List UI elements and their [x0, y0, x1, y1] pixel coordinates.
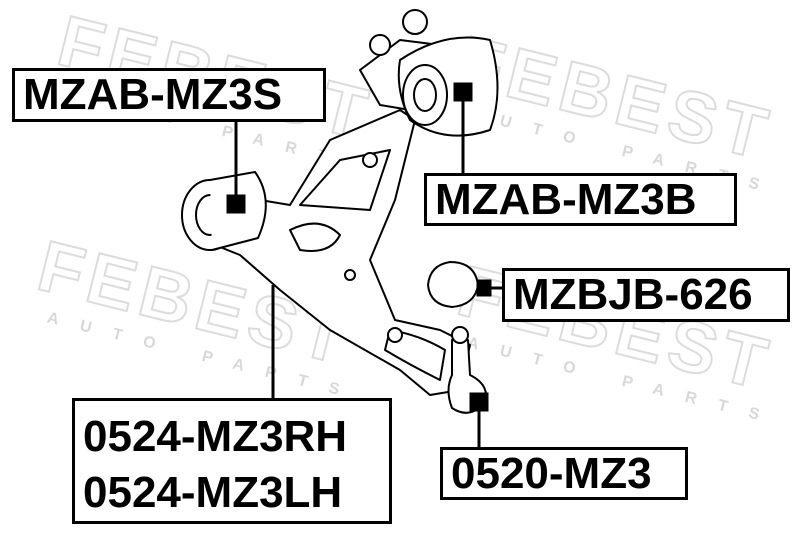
part-number-lh: 0524-MZ3LH [83, 468, 343, 517]
part-number-rh: 0524-MZ3RH [83, 412, 348, 461]
part-label-mzab-mz3s: MZAB-MZ3S [12, 68, 326, 122]
part-label-control-arm: 0524-MZ3RH 0524-MZ3LH [72, 398, 392, 524]
part-label-mzab-mz3b: MZAB-MZ3B [424, 173, 737, 226]
part-label-mzbjb-626: MZBJB-626 [502, 268, 790, 322]
ball-joint-boot [427, 261, 479, 308]
part-label-0520-mz3: 0520-MZ3 [440, 447, 688, 500]
control-arm [199, 109, 471, 396]
